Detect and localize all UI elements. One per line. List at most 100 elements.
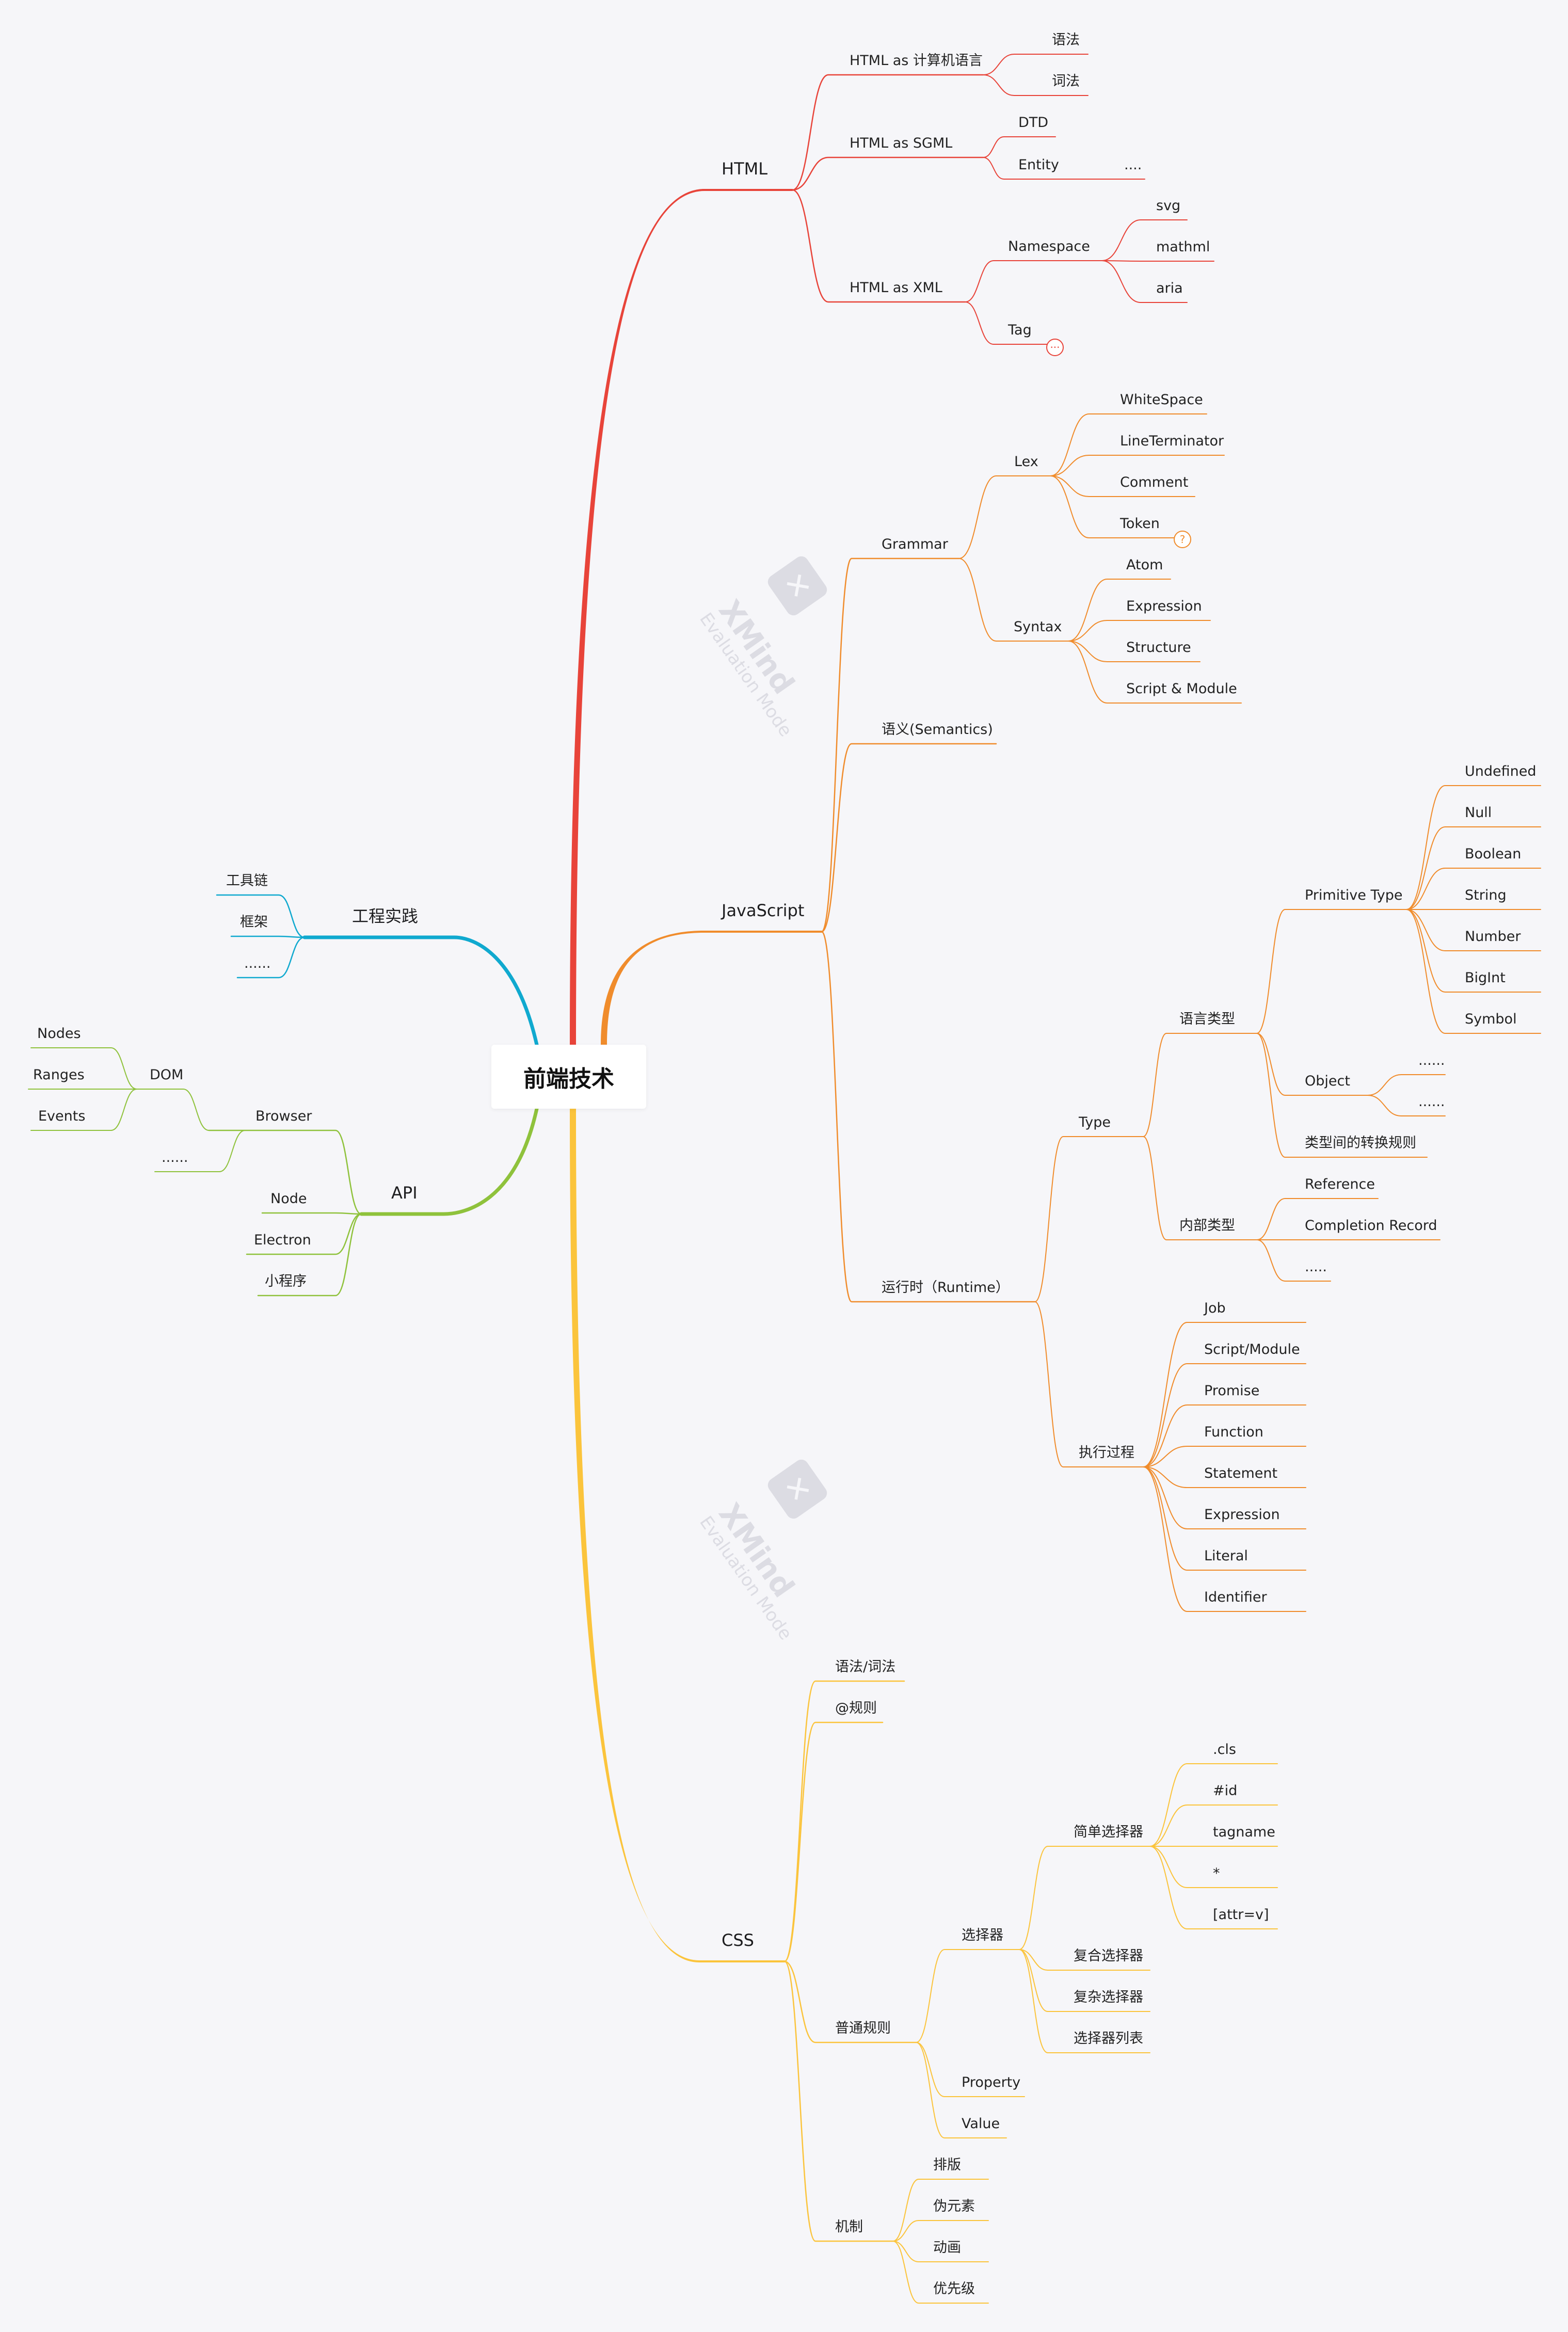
topic-at-rules[interactable]: @规则 xyxy=(835,1700,877,1716)
topic-atom[interactable]: Atom xyxy=(1126,557,1163,573)
topic-browser-more[interactable]: ...... xyxy=(162,1149,188,1165)
topic-identifier[interactable]: Identifier xyxy=(1204,1589,1267,1605)
topic-namespace[interactable]: Namespace xyxy=(1008,238,1090,254)
topic-job[interactable]: Job xyxy=(1204,1300,1226,1316)
topic-node[interactable]: Node xyxy=(270,1191,307,1207)
topic-tagname[interactable]: tagname xyxy=(1213,1824,1275,1840)
question-badge-icon[interactable]: ? xyxy=(1174,531,1191,548)
normal-rules-line xyxy=(783,1960,917,2043)
topic-css[interactable]: CSS xyxy=(722,1930,754,1950)
topic-pseudo-element[interactable]: 伪元素 xyxy=(933,2198,975,2214)
topic-dom[interactable]: DOM xyxy=(150,1067,184,1083)
topic-universal[interactable]: * xyxy=(1213,1865,1220,1881)
topic-priority[interactable]: 优先级 xyxy=(933,2281,975,2297)
topic-toolchain[interactable]: 工具链 xyxy=(226,873,268,889)
topic-boolean[interactable]: Boolean xyxy=(1465,846,1522,862)
topic-mathml[interactable]: mathml xyxy=(1156,239,1210,255)
topic-entity-more[interactable]: .... xyxy=(1124,157,1142,173)
topic-yufa[interactable]: 语法 xyxy=(1052,32,1080,48)
topic-complex-selector[interactable]: 复杂选择器 xyxy=(1074,1989,1143,2005)
topic-function[interactable]: Function xyxy=(1204,1424,1263,1440)
topic-animation[interactable]: 动画 xyxy=(933,2240,961,2256)
html-xml-line xyxy=(791,189,966,303)
topic-layout[interactable]: 排版 xyxy=(933,2157,961,2173)
topic-aria[interactable]: aria xyxy=(1156,280,1183,296)
html-sgml-line xyxy=(791,156,984,191)
topic-semantics[interactable]: 语义(Semantics) xyxy=(882,722,993,738)
topic-ranges[interactable]: Ranges xyxy=(33,1067,85,1083)
topic-conversion-rules[interactable]: 类型间的转换规则 xyxy=(1305,1135,1416,1151)
topic-structure[interactable]: Structure xyxy=(1126,640,1191,656)
topic-attr[interactable]: [attr=v] xyxy=(1213,1907,1269,1923)
topic-html-as-lang[interactable]: HTML as 计算机语言 xyxy=(850,53,983,69)
topic-engineering-more[interactable]: ...... xyxy=(244,955,271,971)
topic-css-syntax[interactable]: 语法/词法 xyxy=(835,1659,896,1675)
topic-completion-record[interactable]: Completion Record xyxy=(1305,1218,1437,1234)
topic-entity[interactable]: Entity xyxy=(1018,157,1059,173)
topic-selector[interactable]: 选择器 xyxy=(962,1927,1003,1943)
collapsed-more-icon[interactable]: ··· xyxy=(1046,339,1064,356)
topic-javascript[interactable]: JavaScript xyxy=(722,901,805,920)
topic-browser[interactable]: Browser xyxy=(255,1108,312,1124)
topic-object-more-1[interactable]: ...... xyxy=(1418,1052,1445,1068)
lineterminator-line xyxy=(1050,455,1225,476)
topic-dtd[interactable]: DTD xyxy=(1018,115,1049,131)
topic-object-more-2[interactable]: ...... xyxy=(1418,1094,1445,1110)
topic-miniprogram[interactable]: 小程序 xyxy=(265,1273,307,1289)
topic-lex[interactable]: Lex xyxy=(1014,454,1038,470)
topic-syntax[interactable]: Syntax xyxy=(1014,619,1062,635)
topic-id[interactable]: #id xyxy=(1213,1783,1238,1799)
topic-normal-rules[interactable]: 普通规则 xyxy=(835,2020,891,2036)
topic-script-module-exec[interactable]: Script/Module xyxy=(1204,1341,1300,1357)
list-line xyxy=(1019,1949,1150,2053)
topic-execution[interactable]: 执行过程 xyxy=(1079,1445,1134,1461)
topic-property[interactable]: Property xyxy=(962,2074,1021,2090)
topic-type[interactable]: Type xyxy=(1079,1114,1111,1130)
topic-whitespace[interactable]: WhiteSpace xyxy=(1120,392,1203,408)
topic-object[interactable]: Object xyxy=(1305,1073,1350,1089)
topic-simple-selector[interactable]: 简单选择器 xyxy=(1074,1824,1143,1840)
topic-expression-syntax[interactable]: Expression xyxy=(1126,598,1202,614)
topic-api[interactable]: API xyxy=(391,1183,418,1203)
topic-svg[interactable]: svg xyxy=(1156,198,1181,214)
topic-primitive-type[interactable]: Primitive Type xyxy=(1305,887,1403,903)
topic-nodes[interactable]: Nodes xyxy=(37,1026,81,1042)
topic-number[interactable]: Number xyxy=(1465,929,1521,945)
topic-engineering[interactable]: 工程实践 xyxy=(352,906,419,926)
topic-framework[interactable]: 框架 xyxy=(240,914,268,930)
topic-electron[interactable]: Electron xyxy=(254,1232,311,1248)
topic-lang-types[interactable]: 语言类型 xyxy=(1179,1011,1235,1027)
topic-script-module[interactable]: Script & Module xyxy=(1126,681,1237,697)
topic-token[interactable]: Token xyxy=(1120,516,1160,532)
topic-grammar[interactable]: Grammar xyxy=(882,536,948,552)
topic-cifa[interactable]: 词法 xyxy=(1052,73,1080,89)
topic-null[interactable]: Null xyxy=(1465,805,1492,821)
topic-value[interactable]: Value xyxy=(962,2116,1000,2132)
topic-comment[interactable]: Comment xyxy=(1120,474,1189,490)
topic-internal-more[interactable]: ..... xyxy=(1305,1259,1327,1275)
topic-literal[interactable]: Literal xyxy=(1204,1548,1248,1564)
topic-runtime[interactable]: 运行时（Runtime） xyxy=(882,1280,1010,1296)
topic-html-as-sgml[interactable]: HTML as SGML xyxy=(850,135,953,151)
topic-cls[interactable]: .cls xyxy=(1213,1742,1236,1758)
atom-line xyxy=(1068,579,1171,642)
topic-html[interactable]: HTML xyxy=(722,159,768,179)
topic-string[interactable]: String xyxy=(1465,887,1507,903)
topic-reference[interactable]: Reference xyxy=(1305,1176,1375,1192)
topic-compound-selector[interactable]: 复合选择器 xyxy=(1074,1948,1143,1964)
topic-promise[interactable]: Promise xyxy=(1204,1383,1260,1399)
topic-expression-exec[interactable]: Expression xyxy=(1204,1507,1280,1523)
topic-statement[interactable]: Statement xyxy=(1204,1465,1278,1481)
topic-internal-types[interactable]: 内部类型 xyxy=(1179,1218,1235,1234)
topic-bigint[interactable]: BigInt xyxy=(1465,970,1506,986)
topic-events[interactable]: Events xyxy=(38,1108,86,1124)
root-topic[interactable]: 前端技术 xyxy=(491,1045,646,1109)
topic-symbol[interactable]: Symbol xyxy=(1465,1011,1517,1027)
topic-html-as-xml[interactable]: HTML as XML xyxy=(850,280,942,296)
topic-tag[interactable]: Tag xyxy=(1008,322,1032,338)
topic-selector-list[interactable]: 选择器列表 xyxy=(1074,2031,1143,2047)
branch-html-line xyxy=(570,189,705,1045)
topic-mechanism[interactable]: 机制 xyxy=(835,2219,863,2235)
topic-lineterminator[interactable]: LineTerminator xyxy=(1120,433,1224,449)
topic-undefined[interactable]: Undefined xyxy=(1465,763,1537,779)
